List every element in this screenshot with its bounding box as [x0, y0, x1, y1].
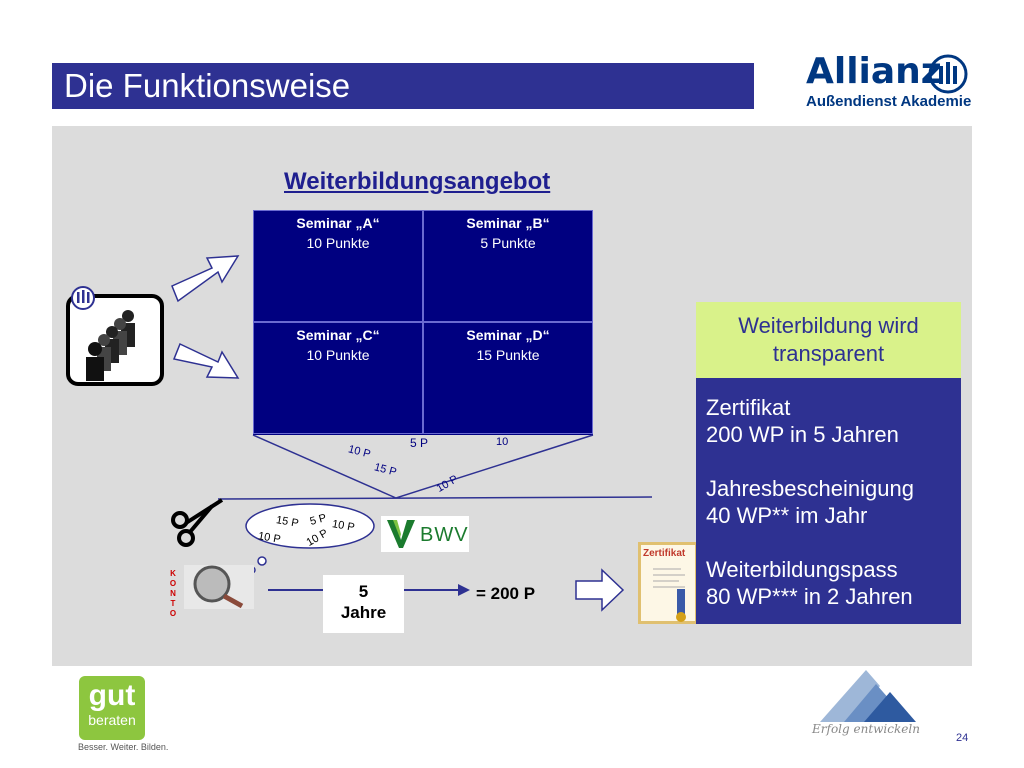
arrow-up-icon [171, 255, 240, 303]
transparency-box: Weiterbildung wird transparent [696, 302, 961, 378]
certificate-detail: 200 WP in 5 Jahren [706, 422, 899, 447]
seminar-points: 5 Punkte [480, 235, 536, 251]
page-title: Die Funktionsweise [64, 67, 351, 104]
certificate-lines-icon [653, 568, 686, 622]
seminar-grid: Seminar „A“ 10 Punkte Seminar „B“ 5 Punk… [253, 210, 593, 435]
seminar-cell: Seminar „C“ 10 Punkte [253, 322, 423, 434]
scissors-icon [171, 498, 224, 547]
certificate-heading: Zertifikat [706, 395, 791, 420]
seminar-points: 10 Punkte [306, 235, 370, 251]
seminar-points: 15 Punkte [476, 347, 540, 363]
pass-heading: Weiterbildungspass [706, 557, 898, 582]
erfolg-tagline: Erfolg entwickeln [812, 722, 920, 736]
thought-cloud-icon [245, 503, 375, 574]
konto-letter: O [169, 609, 177, 618]
seminar-cell: Seminar „D“ 15 Punkte [423, 322, 593, 434]
mountain-logo-icon [820, 670, 916, 722]
certificate-icon: Zertifikat [638, 542, 698, 624]
konto-letter: O [169, 579, 177, 588]
seminar-cell: Seminar „B“ 5 Punkte [423, 210, 593, 322]
arrow-right-icon [575, 568, 625, 612]
people-group-icon [66, 286, 164, 386]
point-label: 5 P [410, 436, 429, 450]
gut-beraten-logo: gut beraten [79, 676, 145, 740]
annual-info: Jahresbescheinigung 40 WP** im Jahr [706, 475, 951, 529]
seminar-name: Seminar „C“ [296, 327, 380, 343]
pass-info: Weiterbildungspass 80 WP*** in 2 Jahren [706, 556, 951, 610]
konto-letter: T [170, 599, 176, 608]
beraten-text: beraten [88, 712, 136, 728]
magnifier-icon [184, 565, 254, 609]
seminar-name: Seminar „A“ [296, 215, 380, 231]
certificate-info: Zertifikat 200 WP in 5 Jahren [706, 394, 951, 448]
seminar-points: 10 Punkte [306, 347, 370, 363]
years-unit: Jahre [340, 603, 387, 622]
allianz-eagle-icon [928, 54, 968, 94]
seminar-cell: Seminar „A“ 10 Punkte [253, 210, 423, 322]
pass-detail: 80 WP*** in 2 Jahren [706, 584, 913, 609]
bwv-logo: BWV [381, 516, 469, 552]
seminar-name: Seminar „B“ [466, 215, 550, 231]
gut-text: gut [88, 679, 136, 712]
arrow-down-icon [172, 342, 240, 379]
annual-detail: 40 WP** im Jahr [706, 503, 868, 528]
divider-line [217, 496, 653, 500]
gut-beraten-tagline: Besser. Weiter. Bilden. [78, 742, 169, 752]
certificate-title: Zertifikat [643, 548, 686, 559]
point-label: 10 [496, 436, 509, 448]
title-bar: Die Funktionsweise [52, 63, 754, 109]
years-number: 5 [358, 582, 369, 601]
credentials-box: Zertifikat 200 WP in 5 Jahren Jahresbesc… [696, 378, 961, 624]
annual-heading: Jahresbescheinigung [706, 476, 914, 501]
konto-label: K O N T O [168, 569, 178, 619]
allianz-logo-subtitle: Außendienst Akademie [806, 93, 972, 110]
result-total: = 200 P [476, 584, 536, 603]
seminar-name: Seminar „D“ [466, 327, 550, 343]
bwv-text: BWV [420, 524, 469, 546]
offer-heading: Weiterbildungsangebot [284, 168, 551, 195]
bwv-v-icon [387, 520, 415, 548]
allianz-logo-text: Allianz [806, 51, 942, 92]
years-box: 5 Jahre [323, 575, 404, 633]
page-number: 24 [956, 732, 969, 744]
konto-letter: K [170, 569, 176, 578]
arrowhead-icon [458, 584, 470, 596]
konto-letter: N [170, 589, 176, 598]
